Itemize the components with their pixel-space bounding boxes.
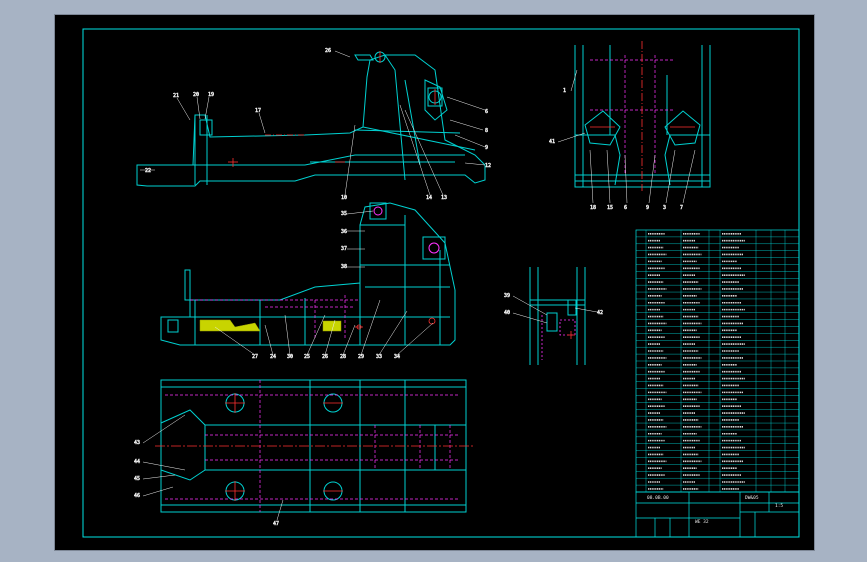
title-block-left-code: 08.0B.00 <box>647 495 669 501</box>
title-block-drawing-no: DW&05 <box>745 495 759 501</box>
callout: 7 <box>680 205 683 211</box>
callout: 6 <box>624 205 627 211</box>
callout: 43 <box>134 440 140 446</box>
plan-view-callouts: 43 44 45 46 47 <box>134 414 284 527</box>
callout: 40 <box>504 310 510 316</box>
callout: 9 <box>646 205 649 211</box>
detail-view-callouts: 39 40 42 <box>504 293 603 324</box>
callout: 17 <box>255 108 261 114</box>
callout: 46 <box>134 493 140 499</box>
side-view-lower-callouts: 35 36 37 38 27 24 30 25 26 28 29 33 34 <box>214 211 434 360</box>
side-view-upper-centerlines <box>228 51 436 167</box>
callout: 10 <box>341 195 347 201</box>
callout: 30 <box>287 354 293 360</box>
callout: 39 <box>504 293 510 299</box>
title-block-mid-code: WE 32 <box>695 519 709 525</box>
callout: 14 <box>426 195 432 201</box>
callout: 41 <box>549 139 555 145</box>
callout: 18 <box>590 205 596 211</box>
callout: 15 <box>607 205 613 211</box>
callout: 26 <box>325 48 331 54</box>
end-view <box>574 45 711 188</box>
callout: 20 <box>193 92 199 98</box>
plan-view-centerlines <box>155 393 473 501</box>
callout: 9 <box>485 145 488 151</box>
side-view-upper-callouts: 26 21 20 19 17 22 6 8 9 10 14 13 12 <box>140 48 491 201</box>
callout: 22 <box>145 168 151 174</box>
callout: 28 <box>340 354 346 360</box>
end-view-callouts: 1 41 18 15 6 9 3 7 <box>549 69 696 211</box>
callout: 29 <box>358 354 364 360</box>
callout: 38 <box>341 264 347 270</box>
parts-list-table <box>635 229 800 493</box>
detail-view-hidden <box>541 315 576 360</box>
detail-view <box>529 267 586 365</box>
callout: 21 <box>173 93 179 99</box>
callout: 19 <box>208 92 214 98</box>
callout: 26 <box>322 354 328 360</box>
callout: 27 <box>252 354 258 360</box>
callout: 6 <box>485 109 488 115</box>
end-view-centerlines <box>590 41 695 191</box>
callout: 34 <box>394 354 400 360</box>
end-view-hidden <box>590 55 675 175</box>
callout: 25 <box>304 354 310 360</box>
callout: 45 <box>134 476 140 482</box>
callout: 42 <box>597 310 603 316</box>
engineering-drawing: 26 21 20 19 17 22 6 8 9 10 14 13 12 <box>82 28 800 538</box>
callout: 24 <box>270 354 276 360</box>
callout: 36 <box>341 229 347 235</box>
title-block <box>635 491 800 538</box>
title-block-right-code: 1:5 <box>775 503 783 509</box>
callout: 44 <box>134 459 140 465</box>
callout: 3 <box>663 205 666 211</box>
callout: 1 <box>563 88 566 94</box>
callout: 47 <box>273 521 279 527</box>
callout: 13 <box>441 195 447 201</box>
callout: 33 <box>376 354 382 360</box>
side-view-lower <box>160 202 456 346</box>
side-view-lower-details <box>190 206 440 340</box>
callout: 37 <box>341 246 347 252</box>
plan-view <box>160 379 467 513</box>
drawing-sheet: 26 21 20 19 17 22 6 8 9 10 14 13 12 <box>54 14 815 551</box>
callout: 12 <box>485 163 491 169</box>
callout: 8 <box>485 128 488 134</box>
callout: 35 <box>341 211 347 217</box>
